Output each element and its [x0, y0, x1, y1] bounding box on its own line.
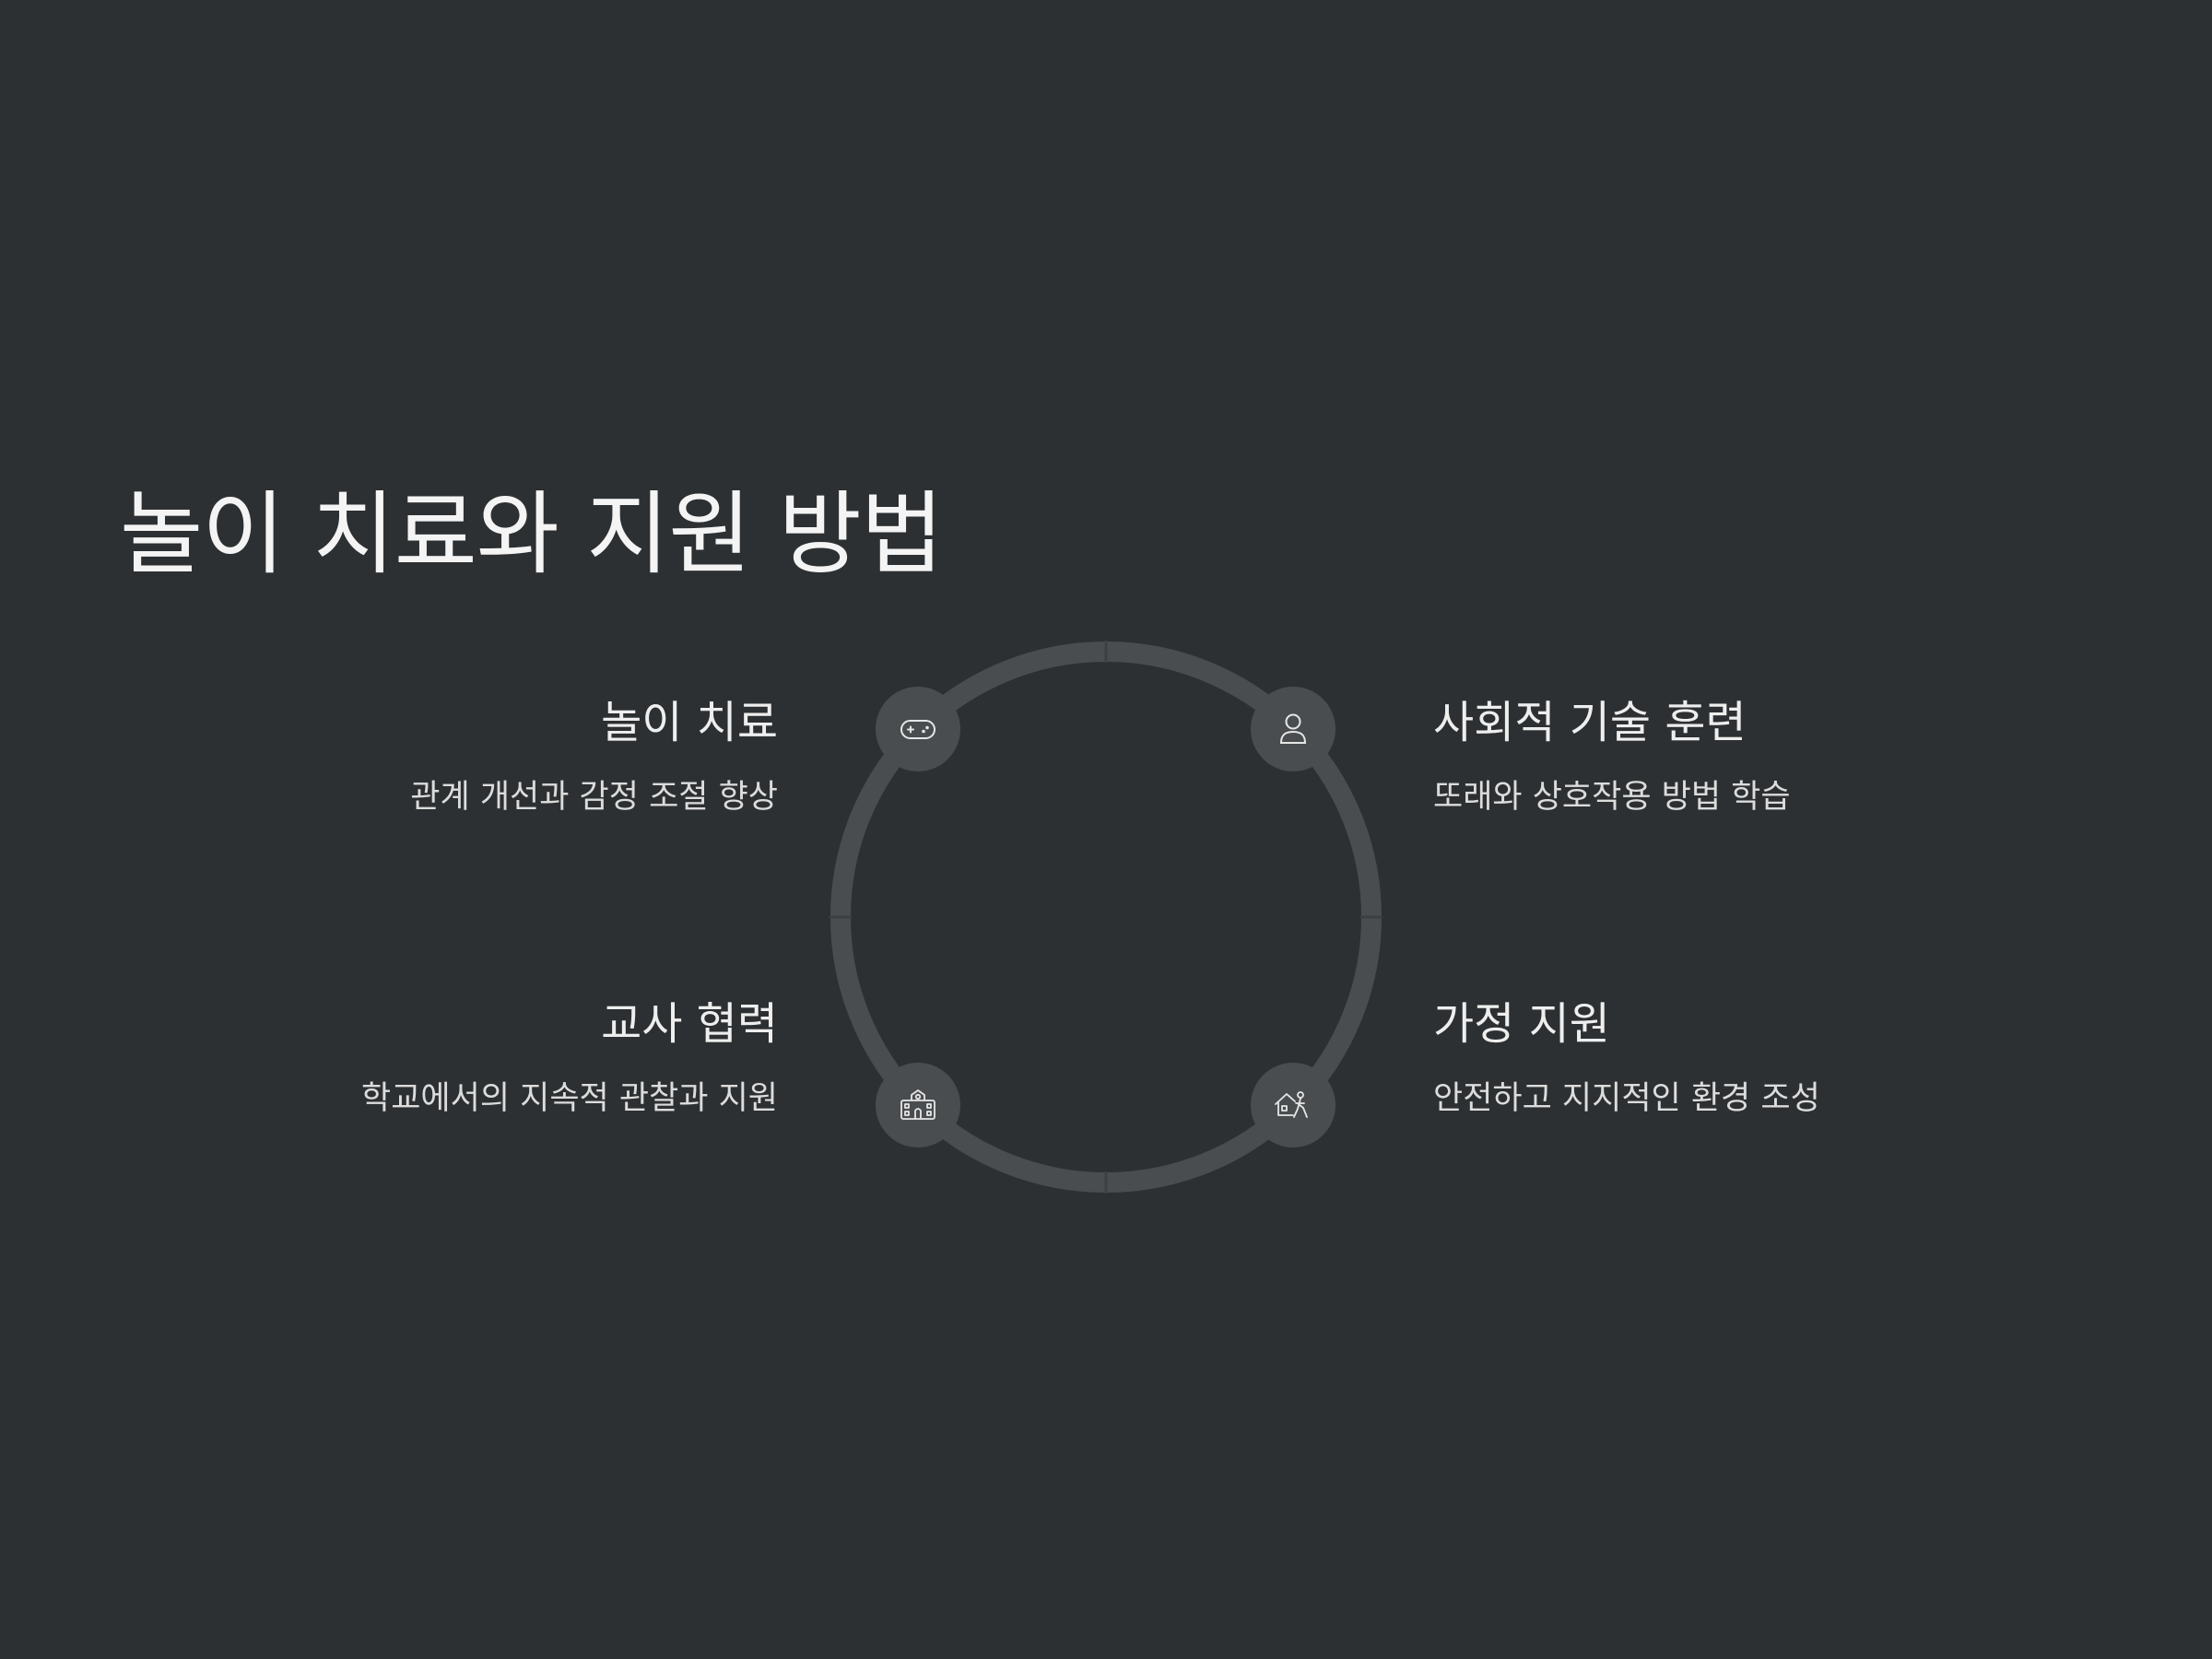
slide-title: 놀이 치료와 지원 방법: [120, 482, 944, 587]
home-family-icon: [1251, 1063, 1335, 1147]
item-family-support: 가정 지원 안전하고 지지적인 환경 조성: [1433, 998, 2005, 1118]
item-title: 교사 협력: [601, 998, 778, 1050]
item-description: 안전하고 지지적인 환경 조성: [1433, 1079, 1820, 1117]
item-description: 학교에서의 지속적 관찰과 지원: [361, 1079, 778, 1117]
item-play-therapy: 놀이 치료 관계 개선과 감정 조절 향상: [206, 697, 778, 817]
school-icon: [876, 1063, 960, 1147]
item-social-skills: 사회적 기술 훈련 또래와 상호작용 방법 학습: [1433, 697, 2005, 817]
item-description: 관계 개선과 감정 조절 향상: [410, 778, 778, 816]
item-title: 가정 지원: [1433, 998, 1610, 1050]
person-icon: [1251, 687, 1335, 771]
item-teacher-cooperation: 교사 협력 학교에서의 지속적 관찰과 지원: [206, 998, 778, 1118]
gamepad-icon: [876, 687, 960, 771]
item-description: 또래와 상호작용 방법 학습: [1433, 778, 1791, 816]
item-title: 사회적 기술 훈련: [1433, 697, 1747, 748]
item-title: 놀이 치료: [601, 697, 778, 748]
